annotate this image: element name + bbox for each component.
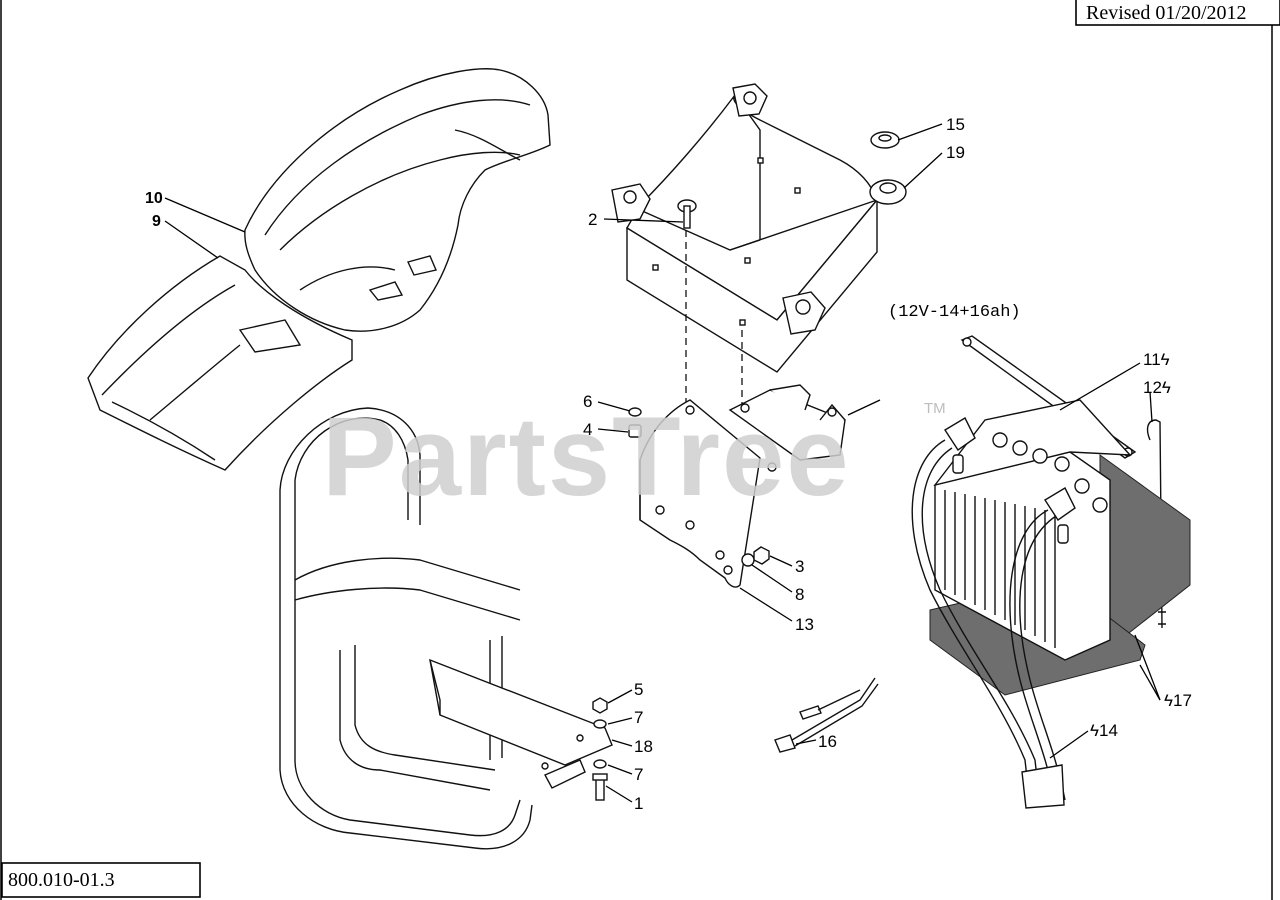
- callout-16: 16: [818, 732, 837, 751]
- battery-tray: [611, 83, 878, 373]
- diagram-number-box: 800.010-01.3: [1, 862, 201, 898]
- callout-18: 18: [634, 737, 653, 756]
- fender-hood: [244, 68, 551, 332]
- callout-15: 15: [946, 115, 965, 134]
- callout-7-upper: 7: [634, 708, 643, 727]
- leader-lines: [164, 123, 1161, 803]
- battery-cables: [911, 439, 1066, 809]
- callout-labels: 10 9 2 15 19 6 4 3 8 13 11ϟ 12ϟ 5 7 18 7…: [145, 115, 1192, 813]
- callout-12: 12ϟ: [1143, 378, 1171, 397]
- callout-7-lower: 7: [634, 765, 643, 784]
- callout-11: 11ϟ: [1143, 350, 1170, 369]
- revised-text: Revised 01/20/2012: [1086, 2, 1247, 24]
- mounting-bracket: [639, 384, 881, 588]
- callout-1: 1: [634, 794, 643, 813]
- diagram-number-text: 800.010-01.3: [8, 869, 115, 891]
- tray-bolt: [677, 199, 697, 229]
- callout-17: ϟ17: [1164, 691, 1192, 710]
- watermark-text: PartsTree: [322, 394, 851, 519]
- callout-5: 5: [634, 680, 643, 699]
- watermark-trademark: TM: [924, 400, 946, 417]
- callout-9: 9: [152, 213, 161, 230]
- battery: [929, 399, 1191, 696]
- callout-13: 13: [795, 615, 814, 634]
- revised-box: Revised 01/20/2012: [1075, 0, 1280, 26]
- callout-10: 10: [145, 190, 163, 207]
- wire-harness: [774, 677, 879, 753]
- bracket-hardware: [628, 407, 770, 567]
- tube-frame: [279, 407, 613, 850]
- grommets: [869, 131, 907, 205]
- callout-4: 4: [583, 420, 592, 439]
- front-plate: [87, 255, 353, 471]
- callout-3: 3: [795, 557, 804, 576]
- callout-2: 2: [588, 210, 597, 229]
- frame-hardware: [592, 697, 608, 801]
- battery-spec-label: (12V-14+16ah): [888, 303, 1021, 322]
- callout-6: 6: [583, 392, 592, 411]
- callout-8: 8: [795, 585, 804, 604]
- callout-14: ϟ14: [1090, 721, 1118, 740]
- callout-19: 19: [946, 143, 965, 162]
